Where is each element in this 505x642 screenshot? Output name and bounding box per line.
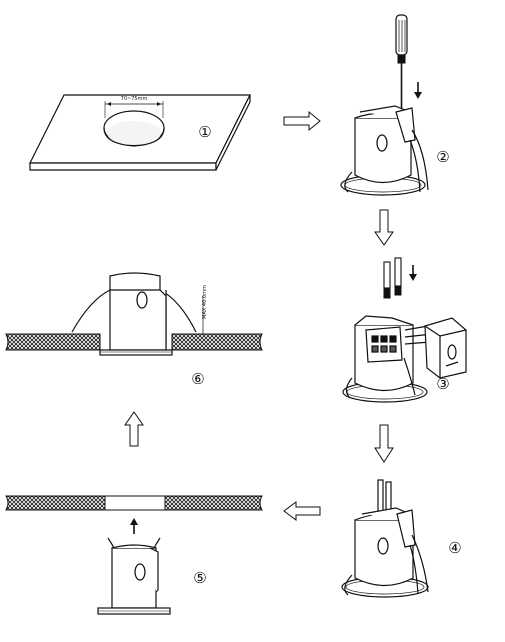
step-4-label: ④ [448,539,461,557]
step-4-housing-drawing [341,479,429,598]
hollow-arrow-icon [283,501,321,521]
screwdriver-icon [383,257,402,299]
hollow-arrow-icon [374,209,394,246]
solid-arrow-icon [414,82,422,99]
step-3-housing-drawing [342,315,433,403]
terminal-cover-drawing [424,317,467,379]
step-3-label: ③ [436,375,449,393]
hollow-arrow-icon [124,411,144,447]
step-2-housing-drawing [340,105,429,196]
hollow-arrow-icon [283,110,321,132]
step-6-label: ⑥ [191,370,204,388]
step-2-label: ② [436,148,449,166]
step-1-label: ① [198,123,211,141]
step-6-ceiling-drawing [5,333,263,351]
hollow-arrow-icon [374,424,394,463]
step-1-panel-drawing [29,94,251,171]
step-6-housing-drawing [71,272,208,356]
cutout-dimension-label: 70~75mm [121,96,148,102]
solid-arrow-icon [409,265,417,281]
screwdriver-icon [395,14,408,112]
step-5-housing-drawing [97,537,171,615]
max-thickness-label: MAX 40.0mm [202,285,208,319]
solid-arrow-icon [130,518,138,534]
step-5-label: ⑤ [193,569,206,587]
step-5-ceiling-drawing [5,495,263,511]
